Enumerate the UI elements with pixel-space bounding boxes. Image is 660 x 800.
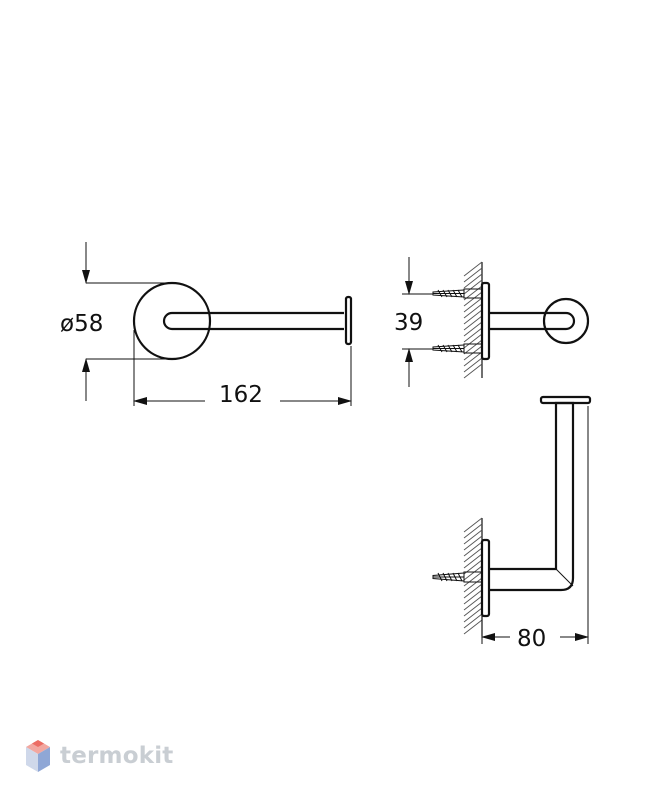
hatch-line: [463, 583, 483, 599]
diameter-dimension: ø58: [60, 242, 172, 401]
length-label: 162: [219, 382, 263, 408]
hatch-line: [463, 577, 483, 593]
hatch-line: [463, 553, 483, 569]
screw-top: [432, 288, 483, 299]
hatch-line: [463, 547, 483, 563]
hatch-line: [463, 595, 483, 611]
mount-spacing-dimension: 39: [394, 257, 433, 387]
hatch-line: [463, 565, 483, 581]
hatch-line: [463, 303, 483, 319]
hatch-line: [463, 613, 483, 629]
hatch-line: [463, 517, 483, 533]
hatch-line: [463, 535, 483, 551]
hatch-line: [463, 333, 483, 349]
hatch-line: [463, 601, 483, 617]
hatch-line: [463, 339, 483, 355]
hexagon-cube-logo-icon: [26, 740, 50, 772]
hatch-line: [463, 589, 483, 605]
screw-bottom: [432, 343, 483, 354]
side-mount-plate: [480, 281, 491, 361]
hatch-line: [463, 279, 483, 295]
front-arm: [162, 311, 344, 331]
hatch-line: [463, 607, 483, 623]
hatch-line: [463, 571, 483, 587]
hatch-line: [463, 291, 483, 307]
projection-dimension: 80: [481, 406, 589, 652]
hatch-line: [463, 523, 483, 539]
front-view: [132, 281, 353, 361]
top-end-cap: [539, 395, 592, 405]
hatch-line: [463, 363, 483, 379]
length-dimension: 162: [133, 330, 352, 408]
wall-hatch-top: [463, 261, 483, 379]
hatch-line: [463, 261, 483, 277]
side-rosette: [542, 297, 590, 345]
hatch-line: [463, 267, 483, 283]
screw-single: [432, 571, 483, 583]
side-view: [432, 261, 590, 379]
projection-label: 80: [517, 626, 546, 652]
front-rosette: [132, 281, 212, 361]
hatch-line: [463, 327, 483, 343]
hatch-line: [463, 321, 483, 337]
top-mount-plate: [480, 538, 491, 618]
hatch-line: [463, 357, 483, 373]
hatch-line: [463, 315, 483, 331]
hatch-line: [463, 273, 483, 289]
hatch-line: [463, 619, 483, 635]
hatch-line: [463, 309, 483, 325]
hatch-line: [463, 529, 483, 545]
hatch-line: [463, 297, 483, 313]
hatch-line: [463, 351, 483, 367]
watermark-brand: termokit: [24, 737, 173, 775]
mount-spacing-label: 39: [394, 310, 423, 336]
side-arm: [489, 311, 576, 331]
wall-hatch-bottom: [463, 517, 483, 636]
top-arm: [489, 401, 575, 592]
front-end-cap: [344, 295, 353, 346]
diameter-label: ø58: [60, 311, 103, 337]
watermark-text: termokit: [60, 743, 174, 769]
hatch-line: [463, 541, 483, 557]
top-view: [432, 395, 592, 636]
